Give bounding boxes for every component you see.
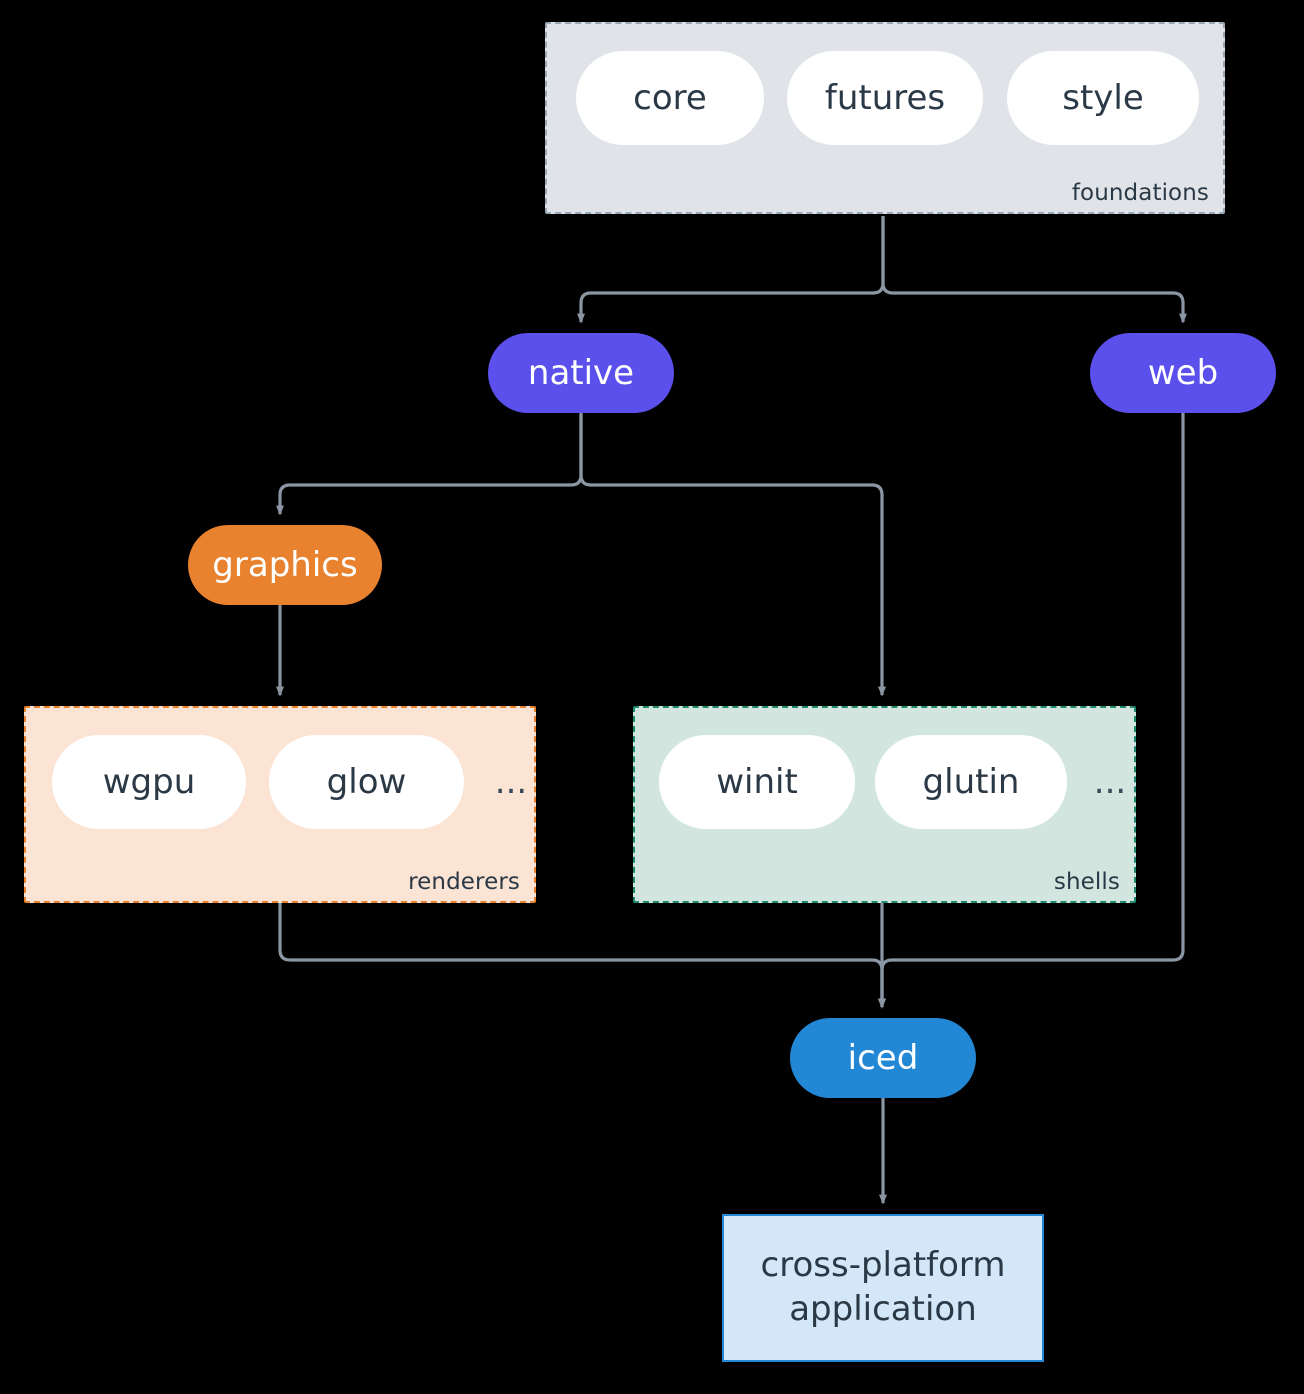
pill-winit[interactable]: winit — [659, 735, 855, 829]
node-graphics[interactable]: graphics — [188, 525, 382, 605]
edge-renderers-iced — [278, 903, 886, 1009]
node-iced[interactable]: iced — [790, 1018, 976, 1098]
application-line-1: cross-platform — [760, 1245, 1006, 1286]
edge-foundations-web — [881, 216, 1187, 324]
cluster-renderers: wgpu glow ... renderers — [24, 706, 536, 903]
ellipsis-renderers: ... — [494, 762, 528, 802]
node-web[interactable]: web — [1090, 333, 1276, 413]
edge-native-shells — [579, 413, 886, 697]
cluster-label-foundations: foundations — [1071, 180, 1209, 206]
pill-futures[interactable]: futures — [787, 51, 983, 145]
pill-style[interactable]: style — [1007, 51, 1199, 145]
cluster-shells: winit glutin ... shells — [633, 706, 1136, 903]
ellipsis-shells: ... — [1093, 762, 1127, 802]
node-cross-platform-application[interactable]: cross-platform application — [722, 1214, 1044, 1362]
cluster-label-shells: shells — [1053, 869, 1120, 895]
cluster-label-renderers: renderers — [408, 869, 520, 895]
pill-glutin[interactable]: glutin — [875, 735, 1067, 829]
edge-native-graphics — [276, 413, 583, 516]
application-line-2: application — [789, 1289, 977, 1329]
cluster-foundations: core futures style foundations — [545, 22, 1225, 214]
pill-wgpu[interactable]: wgpu — [52, 735, 246, 829]
pill-core[interactable]: core — [576, 51, 764, 145]
node-native[interactable]: native — [488, 333, 674, 413]
pill-glow[interactable]: glow — [269, 735, 464, 829]
edge-foundations-native — [577, 216, 885, 324]
